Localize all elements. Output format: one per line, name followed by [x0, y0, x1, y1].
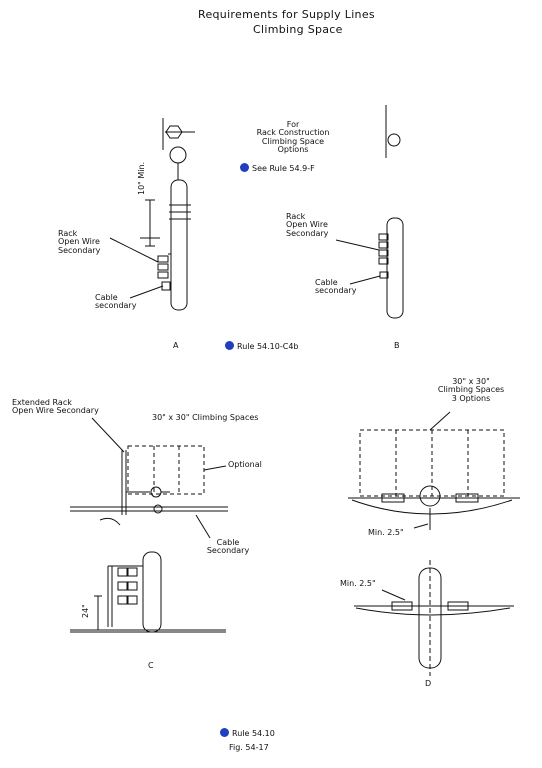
figure-a-rack-insulator: [157, 263, 169, 271]
figure-c-climbing-label: 30" x 30" Climbing Spaces: [152, 413, 259, 422]
figure-d-insulator: [381, 493, 405, 503]
dim-24-label: 24": [81, 604, 90, 618]
figure-b-rack-label: Rack Open Wire Secondary: [286, 212, 329, 238]
figure-c-optional-leader: [203, 465, 227, 471]
figure-c-climbing-space: [127, 445, 205, 495]
figure-b-rack-insulator: [378, 257, 389, 265]
figure-d-letter: D: [425, 679, 432, 688]
figure-c-rack-insulator: [127, 581, 138, 591]
figure-b-letter: B: [394, 341, 400, 350]
figure-c-rack-insulator: [117, 581, 128, 591]
figure-c-rack-insulator: [117, 567, 128, 577]
label-line: Climbing Spaces: [437, 385, 505, 395]
rule-bottom-text: Rule 54.10: [232, 729, 275, 738]
label-line: Secondary: [206, 546, 250, 556]
rack-note-line: Climbing Space: [261, 136, 325, 146]
figure-a: [109, 118, 195, 311]
label-line: Secondary: [58, 245, 101, 255]
rack-note-line: Rack Construction: [256, 128, 330, 138]
label-line: Cable: [216, 538, 240, 547]
figure-c-rack-insulator: [117, 595, 128, 605]
figure-d: [348, 411, 520, 676]
figure-b-rack-insulator: [378, 241, 389, 249]
figure-c-cable-leader: [195, 514, 211, 539]
figure-d-sag: [351, 499, 513, 515]
rack-note-line: For: [286, 120, 300, 129]
label-line: Rack: [58, 229, 78, 238]
figure-c-rack-label: Extended Rack Open Wire Secondary: [12, 398, 99, 416]
label-line: 30" x 30": [452, 377, 490, 386]
figure-b-cable-label: Cable secondary: [315, 278, 357, 296]
rack-rule-ref: See Rule 54.9-F: [240, 163, 315, 173]
figure-b-rack-leader: [335, 239, 380, 251]
figure-c-rack-arm: [107, 566, 113, 627]
figure-b-rack-insulator: [378, 249, 389, 257]
label-line: Secondary: [286, 228, 329, 238]
figure-d-pole-top: [419, 485, 441, 507]
figure-c-insulator: [150, 486, 162, 498]
rack-note-line: Options: [277, 145, 309, 155]
figure-d-min-leader-lower: [381, 589, 406, 601]
rule-bottom-ref: Rule 54.10: [220, 728, 275, 738]
figure-c-optional-label: Optional: [228, 460, 262, 469]
figure-c: [70, 417, 228, 633]
label-line: Extended Rack: [12, 398, 72, 407]
figure-a-letter: A: [173, 341, 179, 350]
label-line: 3 Options: [451, 393, 491, 403]
figure-caption: Fig. 54-17: [229, 743, 269, 752]
figure-a-cable-label: Cable secondary: [95, 293, 137, 311]
figure-b-rack-insulator: [378, 233, 389, 241]
figure-a-insulator-cluster: [165, 125, 183, 139]
figure-a-crossings: [169, 204, 191, 220]
figure-a-transformer: [169, 146, 187, 164]
figure-b-insulator: [387, 133, 401, 147]
figure-c-rack-leader: [91, 417, 125, 453]
dim-10-label: 10" Min.: [137, 161, 146, 195]
figure-a-rack-leader: [109, 237, 159, 263]
label-line: Rack: [286, 212, 306, 221]
rack-note: For Rack Construction Climbing Space Opt…: [246, 120, 340, 155]
figure-c-letter: C: [148, 661, 154, 670]
figure-d-insulator-lower: [447, 601, 469, 611]
figure-a-rack-insulator: [157, 271, 169, 279]
page-subtitle: Climbing Space: [253, 23, 343, 36]
figure-d-climbing-label: 30" x 30" Climbing Spaces 3 Options: [410, 377, 532, 403]
label-line: secondary: [315, 286, 357, 296]
figure-b-cable-clamp: [379, 271, 389, 279]
rule-ab-ref: Rule 54.10-C4b: [225, 341, 299, 351]
label-line: Open Wire: [58, 237, 100, 247]
rule-bullet-icon: [240, 163, 249, 172]
label-line: Open Wire: [286, 220, 328, 230]
figure-c-cable-label: Cable Secondary: [206, 538, 250, 556]
rule-bullet-icon: [225, 341, 234, 350]
label-line: Cable: [95, 293, 118, 302]
figure-d-min-top-label: Min. 2.5": [368, 528, 404, 537]
figure-a-cable-leader: [129, 285, 164, 299]
figure-d-label-leader: [429, 411, 451, 431]
figure-c-pole: [142, 551, 162, 633]
figure-a-cable-clamp: [161, 281, 171, 291]
figure-d-min-bottom-label: Min. 2.5": [340, 579, 376, 588]
label-line: Cable: [315, 278, 338, 287]
page-title: Requirements for Supply Lines: [198, 8, 375, 21]
figure-d-min-leader: [413, 523, 429, 529]
figure-a-pole: [170, 179, 188, 311]
figure-b: [335, 105, 404, 319]
figure-d-insulator-lower: [391, 601, 413, 611]
figure-b-pole: [386, 217, 404, 319]
label-line: secondary: [95, 301, 137, 311]
figure-c-rack-insulator: [127, 595, 138, 605]
figure-c-rack-insulator: [127, 567, 138, 577]
rule-ab-text: Rule 54.10-C4b: [237, 342, 299, 351]
figure-a-rack-label: Rack Open Wire Secondary: [58, 229, 101, 255]
figure-c-cable-clamp: [153, 504, 163, 514]
figure-b-cable-leader: [349, 275, 381, 285]
rule-bullet-icon: [220, 728, 229, 737]
figure-a-rack-insulator: [157, 255, 169, 263]
label-line: Open Wire Secondary: [12, 406, 99, 416]
rack-rule-text: See Rule 54.9-F: [252, 164, 315, 173]
figure-d-insulator: [455, 493, 479, 503]
